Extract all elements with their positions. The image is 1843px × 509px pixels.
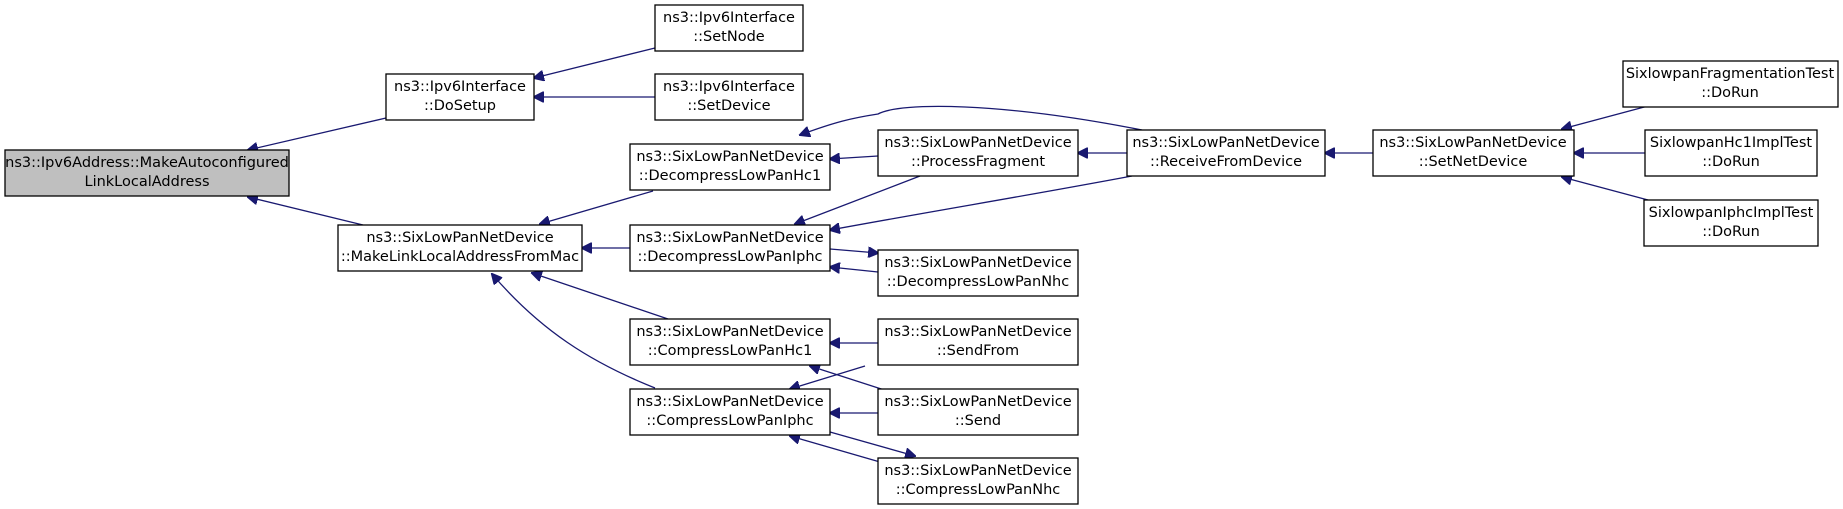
node-setNode[interactable]: ns3::Ipv6Interface ::SetNode bbox=[654, 4, 804, 52]
node-compNhc-line-2: ::CompressLowPanNhc bbox=[896, 482, 1061, 498]
node-compNhc-line-1: ns3::SixLowPanNetDevice bbox=[884, 463, 1071, 479]
edge-setNode-to-doSetup bbox=[534, 47, 656, 78]
node-decHc1-line-1: ns3::SixLowPanNetDevice bbox=[636, 149, 823, 165]
node-doSetup-line-1: ns3::Ipv6Interface bbox=[394, 79, 526, 95]
node-iphcTest[interactable]: SixlowpanIphcImplTest ::DoRun bbox=[1643, 199, 1819, 247]
edges-layer bbox=[248, 47, 1649, 463]
node-compIphc[interactable]: ns3::SixLowPanNetDevice ::CompressLowPan… bbox=[629, 388, 831, 436]
node-procFrag[interactable]: ns3::SixLowPanNetDevice ::ProcessFragmen… bbox=[877, 129, 1079, 177]
edge-procFrag-to-decIphc bbox=[795, 175, 921, 224]
edge-doSetup-to-root bbox=[248, 117, 387, 150]
node-setNetDev-line-2: ::SetNetDevice bbox=[1419, 154, 1528, 170]
edge-compIphc-to-compNhc-line bbox=[829, 431, 915, 456]
edge-compNhc-to-compIphc-line bbox=[790, 436, 881, 463]
edge-compIphc-to-makeLL bbox=[492, 274, 656, 389]
node-setNetDev[interactable]: ns3::SixLowPanNetDevice ::SetNetDevice bbox=[1372, 129, 1575, 177]
node-hc1Test-line-2: ::DoRun bbox=[1702, 154, 1760, 170]
node-procFrag-line-2: ::ProcessFragment bbox=[911, 154, 1045, 170]
edge-compIphc-to-makeLL-line bbox=[492, 274, 656, 389]
node-setNetDev-line-1: ns3::SixLowPanNetDevice bbox=[1379, 135, 1566, 151]
edge-iphcTest-to-setNetDev bbox=[1562, 177, 1649, 201]
node-root-line-2: LinkLocalAddress bbox=[84, 174, 209, 190]
node-recvFrom-line-2: ::ReceiveFromDevice bbox=[1150, 154, 1302, 170]
node-hc1Test-line-1: SixlowpanHc1ImplTest bbox=[1650, 135, 1812, 151]
node-send[interactable]: ns3::SixLowPanNetDevice ::Send bbox=[877, 388, 1079, 436]
node-compHc1[interactable]: ns3::SixLowPanNetDevice ::CompressLowPan… bbox=[629, 318, 831, 366]
edge-procFrag-to-decHc1-line bbox=[830, 156, 879, 159]
node-decHc1[interactable]: ns3::SixLowPanNetDevice ::DecompressLowP… bbox=[629, 143, 831, 191]
node-compIphc-line-1: ns3::SixLowPanNetDevice bbox=[636, 394, 823, 410]
edge-recvFrom-to-decHc1 bbox=[800, 105, 1143, 135]
node-compHc1-line-2: ::CompressLowPanHc1 bbox=[648, 343, 813, 359]
node-decIphc-line-2: ::DecompressLowPanIphc bbox=[637, 249, 822, 265]
edge-procFrag-to-decIphc-line bbox=[795, 175, 921, 224]
edge-setNode-to-doSetup-line bbox=[534, 47, 656, 78]
node-setDevice[interactable]: ns3::Ipv6Interface ::SetDevice bbox=[654, 73, 804, 121]
edge-decHc1-to-makeLL-line bbox=[540, 190, 654, 224]
node-sendFrom[interactable]: ns3::SixLowPanNetDevice ::SendFrom bbox=[877, 318, 1079, 366]
edge-decNhc-to-decIphc-line bbox=[830, 267, 879, 272]
node-setNode-line-2: ::SetNode bbox=[693, 29, 765, 45]
node-sendFrom-line-2: ::SendFrom bbox=[937, 343, 1019, 359]
node-fragTest[interactable]: SixlowpanFragmentationTest ::DoRun bbox=[1622, 60, 1839, 108]
node-compNhc[interactable]: ns3::SixLowPanNetDevice ::CompressLowPan… bbox=[877, 457, 1079, 505]
node-fragTest-line-1: SixlowpanFragmentationTest bbox=[1626, 66, 1835, 82]
edge-compNhc-to-compIphc bbox=[790, 436, 881, 463]
edge-compIphc-to-compNhc bbox=[829, 431, 915, 456]
node-setDevice-line-1: ns3::Ipv6Interface bbox=[663, 79, 795, 95]
node-root-line-1: ns3::Ipv6Address::MakeAutoconfigured bbox=[5, 155, 289, 171]
node-fragTest-line-2: ::DoRun bbox=[1701, 85, 1759, 101]
node-decIphc[interactable]: ns3::SixLowPanNetDevice ::DecompressLowP… bbox=[629, 224, 831, 272]
edge-decIphc-to-decNhc-line bbox=[829, 249, 878, 253]
node-decNhc-line-2: ::DecompressLowPanNhc bbox=[887, 274, 1069, 290]
node-doSetup[interactable]: ns3::Ipv6Interface ::DoSetup bbox=[385, 73, 535, 121]
edge-makeLL-to-root-line bbox=[248, 197, 364, 226]
node-send-line-1: ns3::SixLowPanNetDevice bbox=[884, 394, 1071, 410]
node-iphcTest-line-1: SixlowpanIphcImplTest bbox=[1649, 205, 1814, 221]
node-procFrag-line-1: ns3::SixLowPanNetDevice bbox=[884, 135, 1071, 151]
edge-decNhc-to-decIphc bbox=[830, 267, 879, 272]
edge-compHc1-to-makeLL bbox=[532, 273, 669, 320]
node-send-line-2: ::Send bbox=[955, 413, 1001, 429]
node-setNode-line-1: ns3::Ipv6Interface bbox=[663, 10, 795, 26]
node-compHc1-line-1: ns3::SixLowPanNetDevice bbox=[636, 324, 823, 340]
node-doSetup-line-2: ::DoSetup bbox=[424, 98, 496, 114]
edge-recvFrom-to-decIphc-line bbox=[830, 175, 1133, 230]
edge-sendFrom-to-compIphc-line bbox=[790, 365, 866, 389]
node-root[interactable]: ns3::Ipv6Address::MakeAutoconfigured Lin… bbox=[4, 149, 290, 197]
node-compIphc-line-2: ::CompressLowPanIphc bbox=[646, 413, 813, 429]
edge-procFrag-to-decHc1 bbox=[830, 156, 879, 159]
edge-recvFrom-to-decHc1-line bbox=[800, 105, 1143, 135]
edge-sendFrom-to-compIphc bbox=[790, 365, 866, 389]
node-makeLL-line-1: ns3::SixLowPanNetDevice bbox=[366, 230, 553, 246]
node-sendFrom-line-1: ns3::SixLowPanNetDevice bbox=[884, 324, 1071, 340]
edge-doSetup-to-root-line bbox=[248, 117, 387, 150]
node-makeLL-line-2: ::MakeLinkLocalAddressFromMac bbox=[341, 249, 579, 265]
node-decIphc-line-1: ns3::SixLowPanNetDevice bbox=[636, 230, 823, 246]
edge-decIphc-to-decNhc bbox=[829, 249, 878, 253]
edge-compHc1-to-makeLL-line bbox=[532, 273, 669, 320]
node-setDevice-line-2: ::SetDevice bbox=[687, 98, 770, 114]
edge-fragTest-to-setNetDev bbox=[1562, 105, 1649, 129]
node-recvFrom-line-1: ns3::SixLowPanNetDevice bbox=[1132, 135, 1319, 151]
node-recvFrom[interactable]: ns3::SixLowPanNetDevice ::ReceiveFromDev… bbox=[1126, 129, 1326, 177]
edge-iphcTest-to-setNetDev-line bbox=[1562, 177, 1649, 201]
node-decNhc-line-1: ns3::SixLowPanNetDevice bbox=[884, 255, 1071, 271]
edge-decHc1-to-makeLL bbox=[540, 190, 654, 224]
node-hc1Test[interactable]: SixlowpanHc1ImplTest ::DoRun bbox=[1644, 129, 1818, 177]
node-makeLL[interactable]: ns3::SixLowPanNetDevice ::MakeLinkLocalA… bbox=[337, 224, 583, 272]
node-iphcTest-line-2: ::DoRun bbox=[1702, 224, 1760, 240]
node-decNhc[interactable]: ns3::SixLowPanNetDevice ::DecompressLowP… bbox=[877, 249, 1079, 297]
edge-fragTest-to-setNetDev-line bbox=[1562, 105, 1649, 129]
edge-makeLL-to-root bbox=[248, 197, 364, 226]
edge-recvFrom-to-decIphc bbox=[830, 175, 1133, 230]
nodes-layer: ns3::Ipv6Address::MakeAutoconfigured Lin… bbox=[4, 4, 1839, 505]
node-decHc1-line-2: ::DecompressLowPanHc1 bbox=[639, 168, 822, 184]
